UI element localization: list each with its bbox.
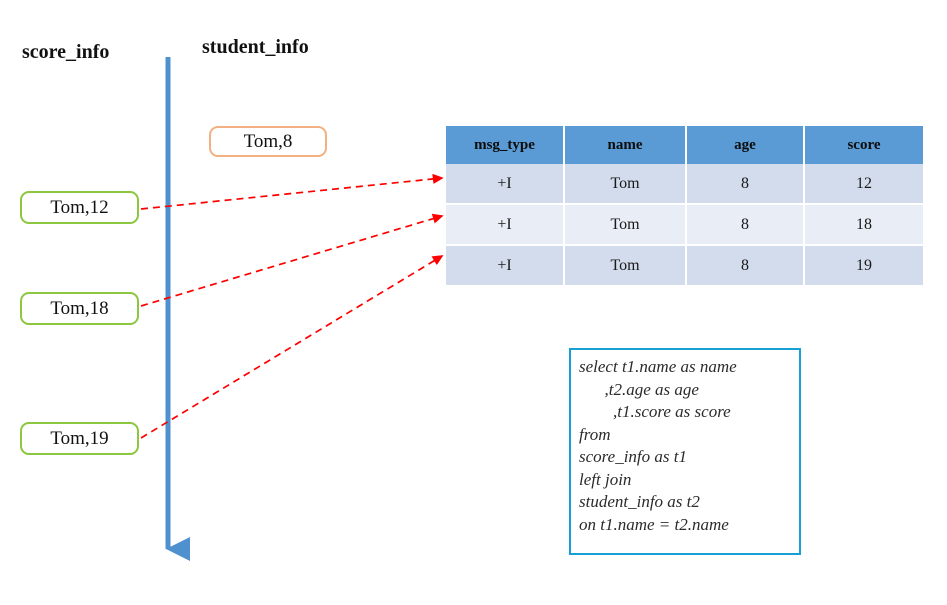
column-header-msg-type: msg_type: [446, 126, 565, 164]
table-header-row: msg_type name age score: [446, 126, 923, 164]
cell-score: 18: [804, 204, 923, 246]
sql-line: left join: [579, 469, 632, 489]
sql-line: select t1.name as name: [579, 357, 737, 376]
sql-line: score_info as t1: [579, 447, 687, 466]
flow-arrow-tom18-to-row2: [140, 213, 444, 307]
result-table: msg_type name age score +I Tom 8 12 +I T…: [446, 126, 923, 285]
column-header-name: name: [564, 126, 687, 164]
sql-line: from: [579, 424, 611, 444]
cell-msg-type: +I: [446, 245, 565, 285]
cell-age: 8: [686, 204, 805, 246]
cell-msg-type: +I: [446, 204, 565, 246]
sql-line: student_info as t2: [579, 492, 700, 511]
cell-score: 12: [804, 164, 923, 205]
event-box-tom18[interactable]: Tom,18: [20, 292, 139, 325]
cell-age: 8: [686, 245, 805, 285]
cell-name: Tom: [564, 204, 687, 246]
cell-name: Tom: [564, 245, 687, 285]
sql-line: ,t1.score as score: [579, 402, 731, 421]
stream-title-score-info: score_info: [22, 41, 110, 63]
event-box-tom8[interactable]: Tom,8: [209, 126, 327, 157]
column-header-score: score: [804, 126, 923, 164]
flow-arrow-tom19-to-row3: [140, 255, 444, 439]
cell-name: Tom: [564, 164, 687, 205]
cell-msg-type: +I: [446, 164, 565, 205]
stream-title-student-info: student_info: [202, 36, 309, 58]
table-row: +I Tom 8 12: [446, 164, 923, 205]
event-box-tom12[interactable]: Tom,12: [20, 191, 139, 224]
event-box-tom19[interactable]: Tom,19: [20, 422, 139, 455]
column-header-age: age: [686, 126, 805, 164]
sql-query-box: select t1.name as name ,t2.age as age ,t…: [569, 348, 801, 555]
flow-arrow-tom12-to-row1: [140, 173, 444, 210]
table-row: +I Tom 8 19: [446, 245, 923, 285]
cell-score: 19: [804, 245, 923, 285]
sql-line: ,t2.age as age: [579, 379, 699, 399]
table-row: +I Tom 8 18: [446, 204, 923, 246]
cell-age: 8: [686, 164, 805, 205]
sql-line: on t1.name = t2.name: [579, 514, 729, 534]
